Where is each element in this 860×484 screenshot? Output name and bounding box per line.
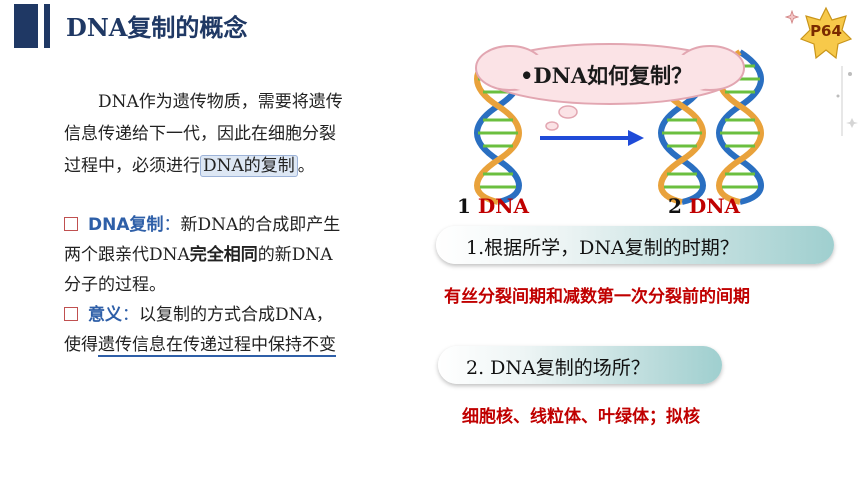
parent-dna-word: DNA [477,194,530,218]
question-1-answer: 有丝分裂间期和减数第一次分裂前的间期 [444,287,750,307]
star-decoration-icon [785,10,799,24]
dna-replication-figure [440,43,840,210]
meaning-term: 意义 [88,305,122,325]
thought-cloud-icon [475,43,745,131]
question-2-answer: 细胞核、线粒体、叶绿体；拟核 [462,407,700,427]
meaning-underlined-text: 遗传信息在传递过程中保持不变 [98,335,336,357]
definition-text-3: 的新DNA [257,245,333,265]
page-title: DNA复制的概念 [66,13,248,42]
title-accent-bar-thin [44,4,50,48]
question-1-text: 1.根据所学，DNA复制的时期？ [466,237,739,259]
definition-term: DNA复制 [88,215,164,235]
intro-line-2: 信息传递给下一代，因此在细胞分裂 [64,124,336,144]
page-badge-label: P64 [810,22,842,40]
title-accent-bar [14,4,38,48]
definition-text-4: 分子的过程。 [64,275,166,295]
daughter-dna-label: 2 DNA [668,194,740,218]
replication-arrow-icon [540,130,644,146]
side-decoration-icon [836,66,858,136]
intro-line-3-suffix: 。 [297,156,315,176]
definition-emphasis: 完全相同 [189,245,258,265]
question-2-text: 2. DNA复制的场所？ [466,357,650,379]
checkbox-bullet-icon [64,307,78,321]
definition-text-1: 新DNA的合成即产生 [180,215,341,235]
checkbox-bullet-icon [64,217,78,231]
definition-colon: ： [163,215,181,235]
definition-block: DNA复制：新DNA的合成即产生 两个跟亲代DNA完全相同的新DNA 分子的过程… [64,210,414,360]
meaning-text-1: 以复制的方式合成DNA， [139,305,333,325]
intro-paragraph: DNA作为遗传物质，需要将遗传 信息传递给下一代，因此在细胞分裂 过程中，必须进… [64,86,414,182]
dna-replication-highlight: DNA的复制 [200,155,298,177]
question-2-pill [438,346,722,384]
daughter-dna-word: DNA [688,194,741,218]
page-badge-star-icon [800,6,852,60]
cloud-question: •DNA如何复制？ [520,63,693,88]
question-1-pill [436,226,834,264]
parent-dna-count: 1 [457,194,478,218]
definition-text-2: 两个跟亲代DNA [64,245,190,265]
intro-line-1: DNA作为遗传物质，需要将遗传 [98,92,343,112]
meaning-colon: ： [122,305,139,325]
daughter-dna-count: 2 [668,194,689,218]
meaning-text-2-prefix: 使得 [64,335,98,355]
intro-line-3-prefix: 过程中，必须进行 [64,156,200,176]
parent-dna-label: 1 DNA [457,194,529,218]
